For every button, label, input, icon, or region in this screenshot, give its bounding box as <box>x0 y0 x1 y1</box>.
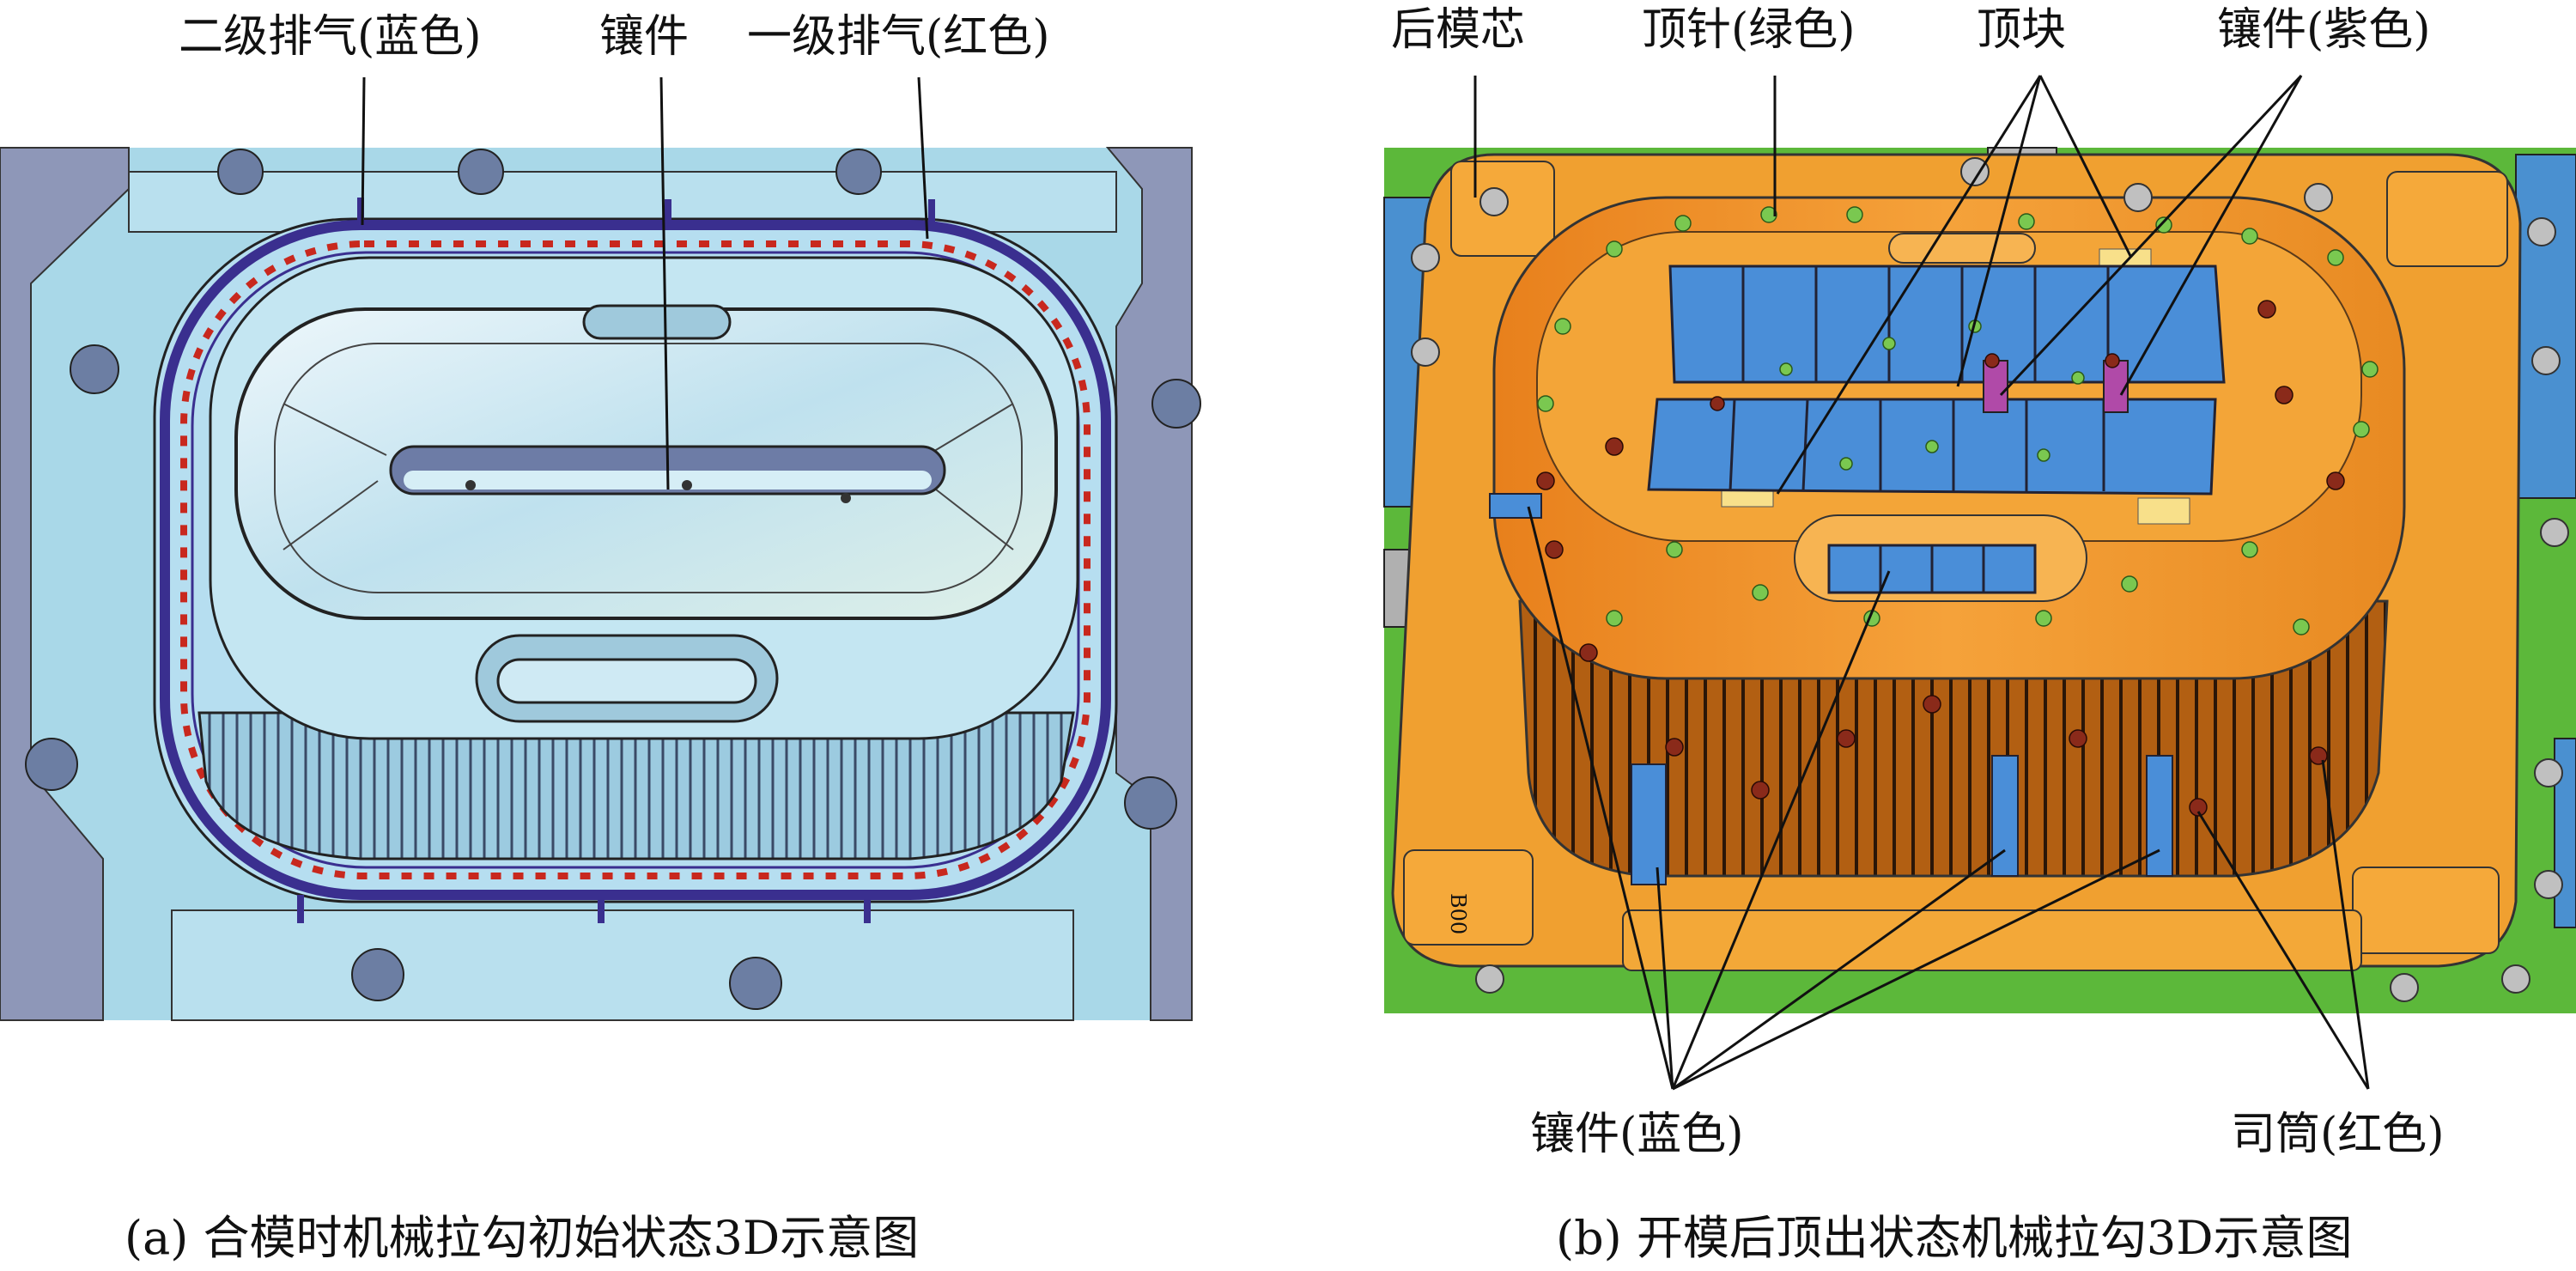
ejector-pins <box>1537 206 2379 636</box>
core-top-slot <box>1888 233 2036 264</box>
insert-blue-rib <box>2146 755 2173 877</box>
insert-blue-rib <box>1631 763 1667 885</box>
label-insert-purple: 镶件(紫色) <box>2217 4 2431 56</box>
pin-dot <box>841 493 851 503</box>
top-slot <box>582 304 732 340</box>
insert-blue-left <box>1489 493 1542 519</box>
bolt-hole <box>1151 379 1201 429</box>
label-insert-blue: 镶件(蓝色) <box>1530 1109 1744 1160</box>
mold-step-bottom <box>171 909 1074 1021</box>
label-lifter-block: 顶块 <box>1977 4 2066 56</box>
leader-lines <box>361 74 2370 1091</box>
lower-ledge <box>1622 909 2362 971</box>
bolt-hole <box>70 344 119 394</box>
corner-boss <box>2352 867 2500 954</box>
pin-dot <box>682 480 692 490</box>
label-sleeve-red: 司筒(红色) <box>2231 1109 2445 1160</box>
ribbed-wall <box>197 711 1075 861</box>
sleeves <box>1536 300 2345 817</box>
lifter-block <box>2137 497 2190 525</box>
secondary-vent-loop <box>160 220 1111 900</box>
insert-purple <box>2103 360 2129 413</box>
bolt-hole <box>25 738 78 791</box>
frame-bolts <box>1411 157 2569 1002</box>
bolt-hole <box>729 957 782 1010</box>
plate-mark: B00 <box>1446 893 1470 934</box>
caption-a: (a) 合模时机械拉勾初始状态3D示意图 <box>125 1211 919 1265</box>
bolt-hole <box>1124 776 1177 830</box>
panel-a <box>0 147 1201 1021</box>
caption-b: (b) 开模后顶出状态机械拉勾3D示意图 <box>1556 1211 2353 1265</box>
label-rear-core: 后模芯 <box>1391 4 1525 56</box>
bolt-hole <box>458 149 504 195</box>
label-insert-left: 镶件 <box>599 11 689 63</box>
label-secondary-vent: 二级排气(蓝色) <box>179 11 482 63</box>
primary-vent-loop <box>180 240 1091 879</box>
corner-boss <box>1403 849 1534 946</box>
side-block <box>2515 154 2576 499</box>
bolt-hole <box>217 149 264 195</box>
pocket-edge <box>283 403 387 456</box>
bolt-hole <box>351 948 404 1001</box>
insert-array-blue <box>1647 265 2226 496</box>
pin-dot <box>465 480 476 490</box>
label-ejector-pin: 顶针(绿色) <box>1642 4 1856 56</box>
lower-boss-slot <box>496 658 757 704</box>
panel-b: B00 <box>1383 147 2576 1013</box>
pocket-edge <box>935 489 1014 550</box>
insert-purple <box>1983 360 2008 413</box>
cavity-pocket-floor <box>274 343 1023 593</box>
pocket-edge <box>927 403 1014 456</box>
corner-boss <box>2386 171 2508 267</box>
bolt-hole <box>835 149 882 195</box>
pocket-edge <box>283 480 379 550</box>
label-primary-vent: 一级排气(红色) <box>747 11 1050 63</box>
